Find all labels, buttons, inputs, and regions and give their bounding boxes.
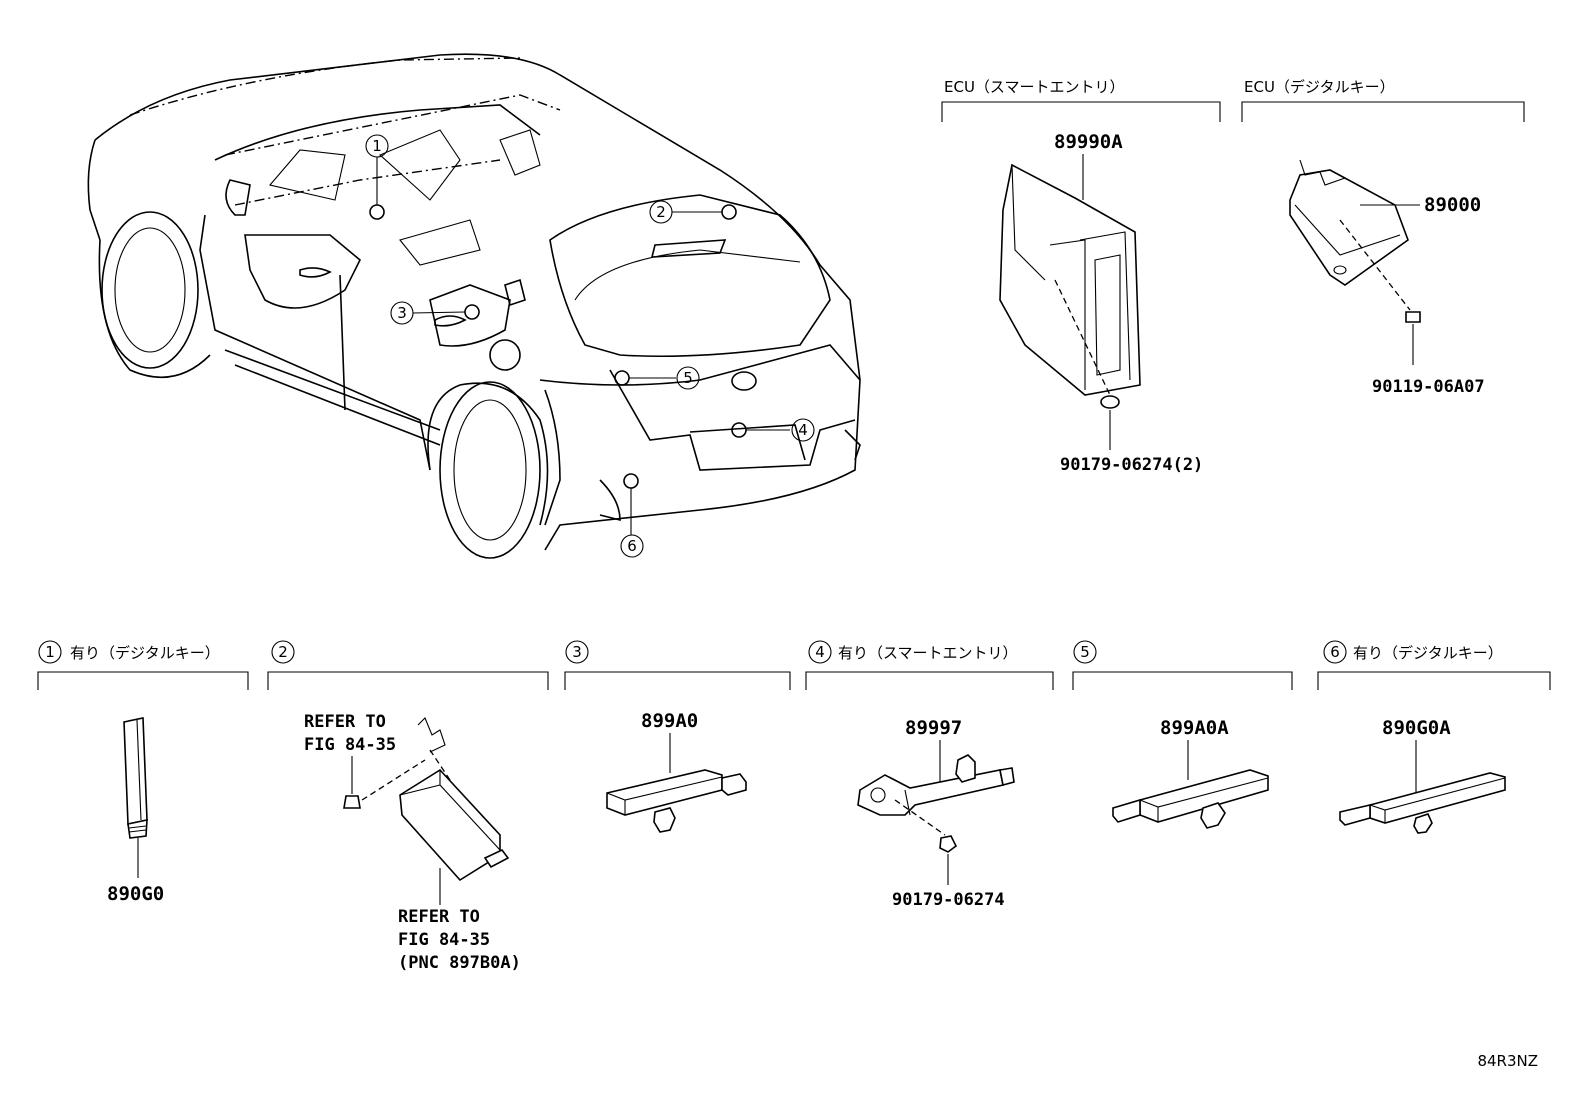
section-6-part: 890G0A (1339, 717, 1506, 834)
antenna-4-part (857, 769, 1004, 816)
section-3-number: 3 (572, 643, 582, 661)
ecu-smart-entry-part (999, 163, 1141, 396)
section-1-part: 890G0 (107, 717, 164, 905)
callout-1: 1 (372, 137, 382, 155)
section-1-header: 有り（デジタルキー） (70, 644, 220, 662)
refer-a-line1: REFER TO (304, 712, 386, 732)
marker-5 (614, 370, 630, 386)
callout-6: 6 (627, 537, 637, 555)
ecu-digital-key-header: ECU（デジタルキー） (1244, 78, 1395, 96)
section-4-part: 89997 90179-06274 (857, 717, 1015, 910)
section-5-number: 5 (1080, 643, 1090, 661)
clip-icon (939, 835, 958, 853)
part-90179-06274-label: 90179-06274 (892, 890, 1005, 910)
section-4-header: 有り（スマートエントリ） (838, 644, 1018, 662)
ecu-smart-entry-header: ECU（スマートエントリ） (944, 78, 1124, 96)
section-2-number: 2 (278, 643, 288, 661)
part-89000-label: 89000 (1424, 194, 1481, 216)
vehicle-illustration (87, 53, 861, 559)
part-899A0-label: 899A0 (641, 710, 698, 732)
antenna-6-part (1369, 772, 1506, 824)
vehicle-callouts: 1 2 3 4 5 6 (365, 134, 815, 558)
marker-2 (721, 204, 737, 220)
ecu-smart-entry-group: ECU（スマートエントリ） 89990A 90179-06274(2) (941, 78, 1221, 475)
callout-2: 2 (656, 203, 666, 221)
section-6-number: 6 (1330, 643, 1340, 661)
refer-b-line2: FIG 84-35 (398, 930, 490, 950)
figure-code: 84R3NZ (1477, 1052, 1538, 1070)
part-90179-06274-2-label: 90179-06274(2) (1060, 455, 1203, 475)
bolt-icon (1405, 311, 1421, 323)
marker-4 (731, 422, 747, 438)
marker-3 (464, 304, 480, 320)
antenna-stick-part (123, 717, 148, 825)
refer-a-line2: FIG 84-35 (304, 735, 396, 755)
section-4-number: 4 (815, 643, 825, 661)
section-5-part: 899A0A (1112, 717, 1269, 829)
part-890G0A-label: 890G0A (1382, 717, 1451, 739)
section-3-part: 899A0 (606, 710, 747, 833)
grommet-icon (1100, 395, 1120, 409)
marker-6 (623, 473, 639, 489)
refer-b-line1: REFER TO (398, 907, 480, 927)
refer-b-line3: (PNC 897B0A) (398, 953, 521, 973)
part-899A0A-label: 899A0A (1160, 717, 1229, 739)
marker-1 (369, 204, 385, 220)
antenna-3-part (606, 769, 723, 816)
section-6-header: 有り（デジタルキー） (1353, 644, 1503, 662)
part-890G0-label: 890G0 (107, 883, 164, 905)
section-headers: 1 有り（デジタルキー） 2 3 4 有り（スマートエントリ） 5 6 有り（デ… (37, 640, 1551, 690)
ecu-digital-key-part (1289, 169, 1409, 286)
callout-3: 3 (397, 304, 407, 322)
part-89997-label: 89997 (905, 717, 962, 739)
section-1-number: 1 (45, 643, 55, 661)
callout-4: 4 (798, 421, 808, 439)
screw-icon (343, 795, 361, 809)
part-90119-06A07-label: 90119-06A07 (1372, 377, 1485, 397)
module-part (399, 768, 501, 882)
section-2-part: REFER TO FIG 84-35 REFER TO FIG 84-35 (P… (304, 712, 521, 973)
vehicle-markers (369, 157, 790, 535)
part-89990A-label: 89990A (1054, 131, 1123, 153)
callout-5: 5 (683, 369, 693, 387)
ecu-digital-key-group: ECU（デジタルキー） 89000 90119-06A07 (1241, 78, 1525, 397)
